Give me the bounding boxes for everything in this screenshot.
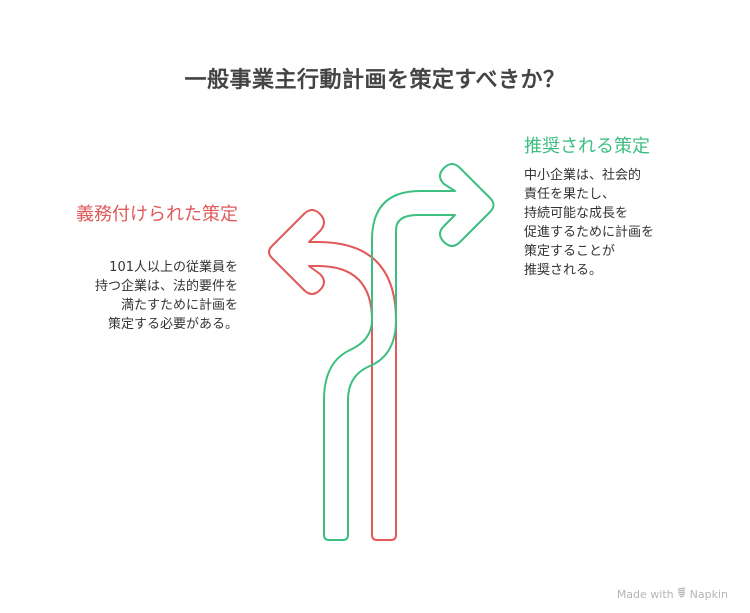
recommended-arrow xyxy=(323,163,495,541)
recommended-line: 促進するために計画を xyxy=(524,225,655,240)
mandatory-heading: 義務付けられた策定 xyxy=(76,204,238,225)
recommended-heading: 推奨される策定 xyxy=(524,136,650,157)
mandatory-arrow xyxy=(268,209,397,541)
napkin-brand-label: Napkin xyxy=(689,587,728,601)
mandatory-line: 持つ企業は、法的要件を xyxy=(94,279,238,294)
recommended-line: 策定することが xyxy=(524,244,616,259)
page-title: 一般事業主行動計画を策定すべきか？ xyxy=(184,68,566,93)
recommended-line: 中小企業は、社会的 xyxy=(524,168,642,183)
watermark: Made with Napkin xyxy=(617,587,728,601)
recommended-line: 責任を果たし、 xyxy=(524,187,616,202)
napkin-logo-icon xyxy=(677,587,687,601)
mandatory-line: 満たすために計画を xyxy=(120,298,238,313)
mandatory-line: 策定する必要がある。 xyxy=(107,317,238,332)
recommended-line: 持続可能な成長を xyxy=(524,206,629,221)
mandatory-description: 101人以上の従業員を 持つ企業は、法的要件を 満たすために計画を 策定する必要… xyxy=(95,258,238,334)
mandatory-line: 101人以上の従業員を xyxy=(109,260,238,275)
recommended-description: 中小企業は、社会的 責任を果たし、 持続可能な成長を 促進するために計画を 策定… xyxy=(524,166,654,280)
recommended-line: 推奨される。 xyxy=(524,263,603,278)
made-with-label: Made with xyxy=(616,587,674,601)
